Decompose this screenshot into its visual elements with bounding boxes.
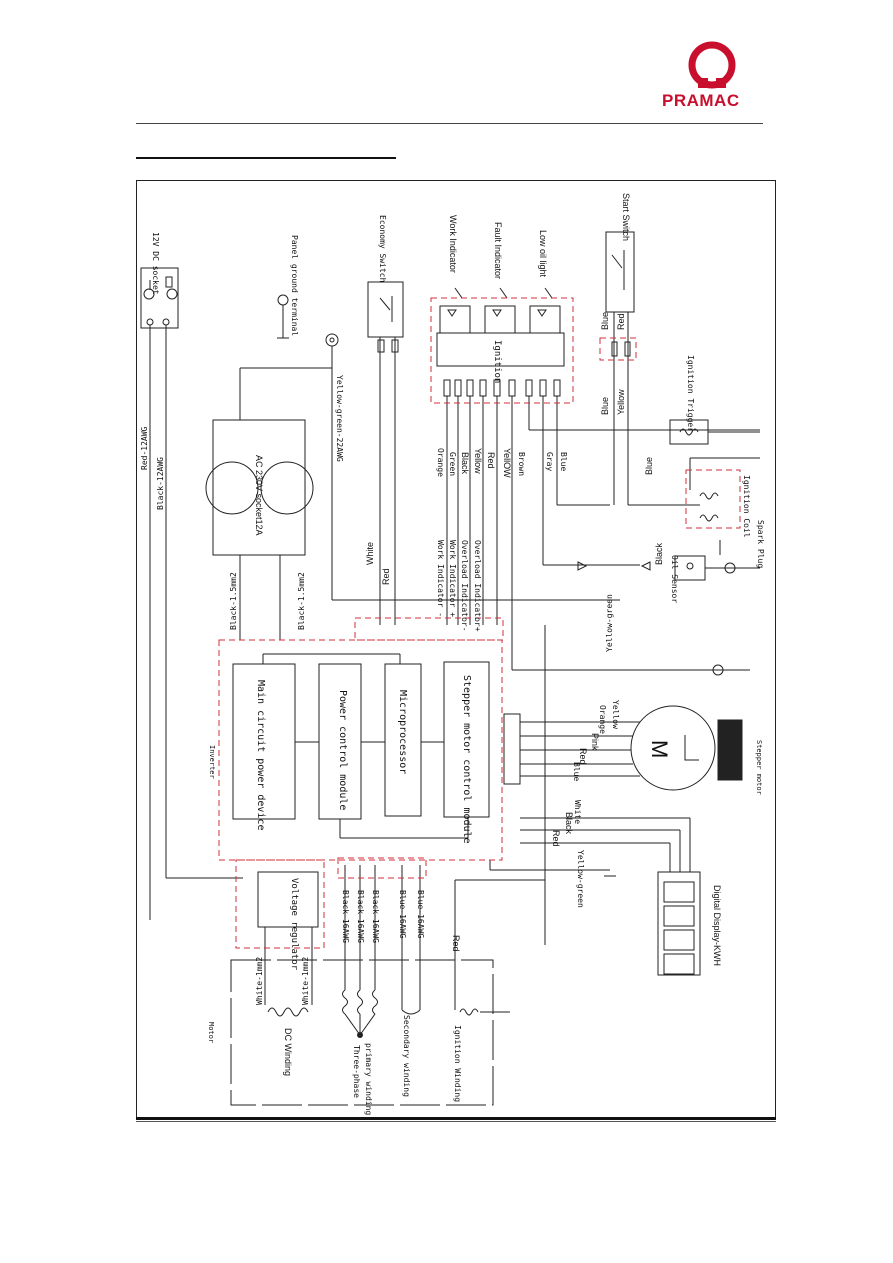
stepper-control-label: Stepper motor control module [461, 675, 472, 844]
black-wire-label: Black-12AWG [156, 457, 165, 510]
stepper-motor-label: Stepper motor [755, 740, 763, 795]
three-phase-label: Three-phase [352, 1045, 361, 1098]
fault-indicator-label: Fault Indicator [493, 222, 503, 279]
voltage-regulator-label: Voltage regulator [289, 878, 299, 971]
digital-display-label: Digital Display-KWH [712, 885, 722, 966]
red-label: Red [381, 568, 391, 585]
low-oil-light-label: Low oil light [538, 230, 548, 278]
oil-sensor-label: Oil Sensor [670, 555, 679, 603]
header-divider [136, 123, 763, 124]
sm-orange-label: Orange [598, 705, 607, 734]
brand-name: PRAMAC [662, 91, 740, 110]
work-ind-plus-label: Work Indicator + [448, 540, 457, 617]
sm-pink-label: Pink [590, 733, 600, 751]
ignition-coil-label: Ignition Coil [742, 475, 751, 538]
pramac-logo [688, 41, 736, 89]
ignition-block-label: Ignition [492, 340, 502, 383]
work-indicator-label: Work Indicator [448, 215, 458, 273]
work-ind-minus-label: Work Indicator - [436, 540, 445, 617]
motor-m-label: M [647, 740, 672, 758]
green-label: Green [448, 452, 457, 476]
economy-switch-label: Economy Switch [378, 215, 387, 283]
power-control-label: Power control module [337, 690, 348, 810]
start-switch-label: Start Switch [621, 193, 631, 241]
blue3-label: Blue [644, 457, 654, 475]
blue-start-label: Blue [600, 312, 610, 330]
black-label: Black [460, 452, 470, 475]
overload-minus-label: Overload Indicator- [460, 540, 469, 632]
motor-label: Motor [207, 1022, 215, 1043]
secondary-winding-label: Secondary winding [402, 1015, 411, 1097]
inverter-label: Inverter [208, 745, 216, 779]
red2-label: Red [486, 452, 496, 469]
dd-white-label: White [573, 800, 582, 824]
overload-plus-label: Overload Indicator+ [473, 540, 482, 632]
black-16b-label: Black-16AWG [356, 890, 365, 943]
panel-ground-label: Panel ground terminal [290, 235, 299, 336]
white-1a-label: White-1mm2 [255, 957, 264, 1005]
main-circuit-label: Main circuit power device [255, 680, 266, 831]
ac-socket-label: AC 230V socket12A [254, 455, 264, 536]
red-wire-label: Red-12AWG [140, 426, 149, 470]
spark-plug-label: Spark Plug [756, 520, 765, 568]
red-start-label: Red [616, 313, 626, 330]
red3-label: Red [451, 935, 461, 952]
black-os-label: Black [654, 542, 664, 565]
blue2-label: Blue [600, 397, 610, 415]
blue-lc-label: Blue [559, 452, 568, 471]
sm-blue-label: Blue [572, 762, 581, 781]
black-16a-label: Black-16AWG [341, 890, 350, 943]
yellow-green2-label: Yellow-green [576, 850, 585, 908]
footer-rule [136, 1117, 776, 1120]
brown-label: Brown [517, 452, 526, 476]
orange-label: Orange [436, 448, 445, 477]
microprocessor-label: Microprocessor [397, 690, 408, 774]
ignition-trigger-label: Ignition Trigger [686, 355, 695, 432]
white-label: White [365, 542, 375, 565]
ignition-winding-label: Ignition Winding [453, 1025, 462, 1102]
section-title-underline [136, 157, 396, 159]
black-15b-label: Black-1.5mm2 [297, 572, 306, 630]
dd-red-label: Red [551, 830, 561, 847]
primary-winding-label: primary winding [364, 1043, 373, 1115]
black-15a-label: Black-1.5mm2 [229, 572, 238, 630]
yellow-label: Yellow [473, 448, 483, 474]
dd-black-label: Black [564, 812, 574, 835]
blue-16a-label: Blue-16AWG [398, 890, 407, 938]
yellow-green-22-label: Yellow-green-22AWG [335, 375, 344, 462]
yellow-green-label: Yellow-green [605, 594, 614, 652]
dc-socket-label: 12V DC socket [151, 232, 160, 295]
footer-rule-thin [136, 1121, 776, 1122]
gray-label: Gray [545, 452, 554, 471]
white-1b-label: White-1mm2 [301, 957, 310, 1005]
sm-yellow-label: Yellow [611, 700, 620, 729]
dc-winding-label: DC Winding [283, 1028, 293, 1076]
yellow-start-label: Yellow [616, 389, 626, 415]
black-16c-label: Black-16AWG [371, 890, 380, 943]
sm-red-label: Red [578, 748, 588, 765]
blue-16b-label: Blue-16AWG [416, 890, 425, 938]
yellow2-label: YellOW [502, 448, 512, 478]
